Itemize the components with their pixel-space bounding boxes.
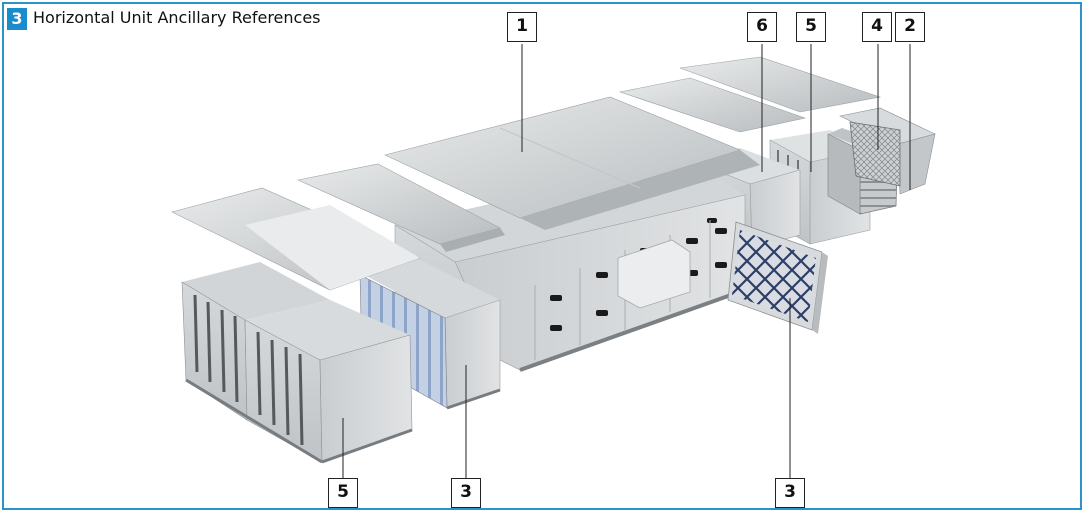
callout-1: 1 (507, 12, 537, 42)
leader-lines (342, 44, 911, 478)
front-fan-sections (181, 262, 413, 464)
callout-3-left: 3 (451, 478, 481, 508)
callout-6: 6 (747, 12, 777, 42)
callout-5-top: 5 (796, 12, 826, 42)
callout-2: 2 (895, 12, 925, 42)
callout-3-right: 3 (775, 478, 805, 508)
left-roof-panel (171, 187, 421, 291)
callout-4: 4 (862, 12, 892, 42)
callout-5-bottom: 5 (328, 478, 358, 508)
rear-roof-panels (618, 56, 882, 133)
middle-roof-panel (297, 163, 505, 252)
figure-title: Horizontal Unit Ancillary References (33, 8, 321, 27)
main-roof-panel (384, 96, 760, 230)
figure-number-badge: 3 (7, 8, 27, 30)
intake-grille (839, 107, 936, 195)
panel-filter (727, 221, 828, 334)
